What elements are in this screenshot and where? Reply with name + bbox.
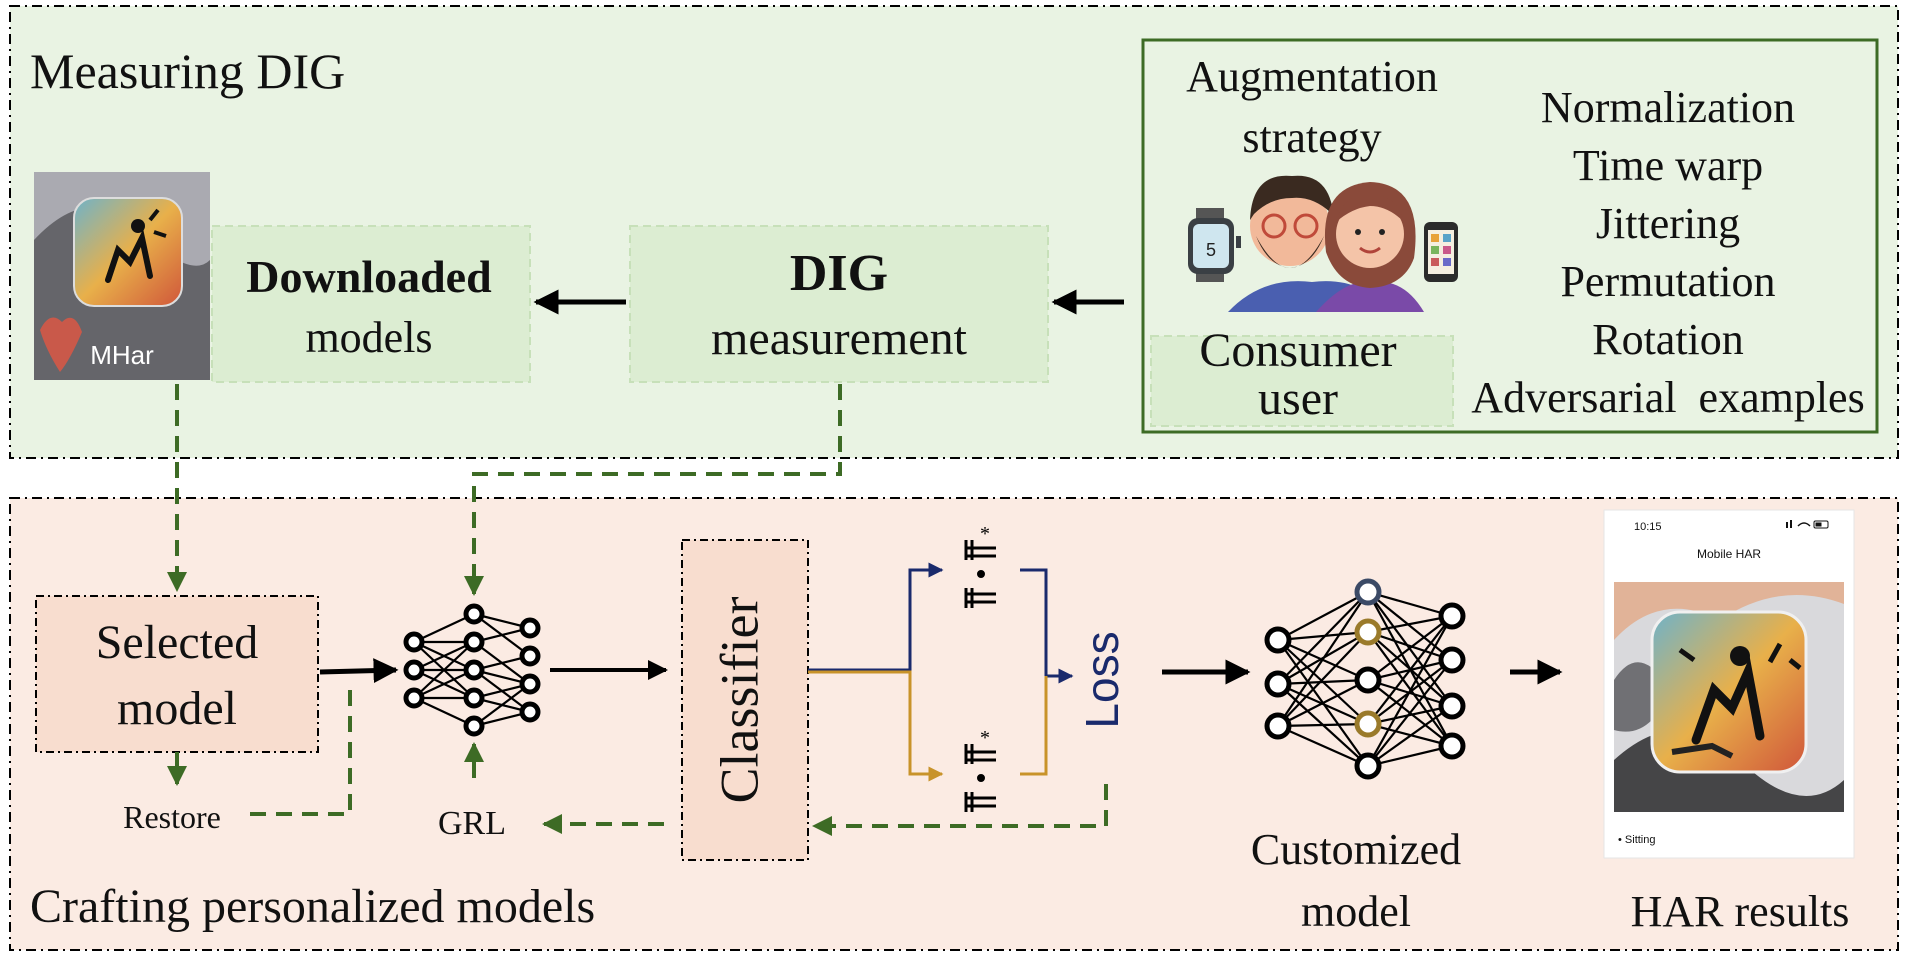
classifier-label: Classifier — [709, 597, 769, 804]
customized-model-label: model — [1301, 887, 1411, 936]
har-results-label: HAR results — [1631, 887, 1850, 936]
har-result-image — [1614, 582, 1844, 812]
har-result-text: • Sitting — [1618, 834, 1655, 846]
strategy-normalization: Normalization — [1541, 83, 1795, 132]
augmentation-panel: Augmentation strategy 5 — [1141, 38, 1879, 434]
augmentation-title-line1: Augmentation — [1186, 52, 1438, 101]
consumer-label: Consumer — [1199, 324, 1396, 377]
selected-model-box: Selected model — [35, 595, 319, 753]
dashed-loss-to-classifier — [812, 784, 1108, 836]
arrow-selected-to-grl — [319, 658, 399, 684]
measuring-dig-section: Measuring DIG MHar Downloaded models DIG… — [9, 5, 1899, 459]
phone-app-title: Mobile HAR — [1697, 547, 1761, 561]
smartphone-icon — [1424, 222, 1458, 282]
augmentation-title-line2: strategy — [1242, 113, 1381, 162]
dig-measurement-box: DIG measurement — [629, 225, 1049, 383]
strategy-rotation: Rotation — [1592, 315, 1744, 364]
customized-model-network-icon — [1264, 578, 1466, 780]
section-title-crafting: Crafting personalized models — [30, 880, 595, 933]
norm-symbol-bottom: * — [964, 727, 996, 812]
customized-label: Customized — [1251, 825, 1461, 874]
restore-label: Restore — [123, 799, 221, 835]
section-title-measuring-dig: Measuring DIG — [30, 43, 345, 99]
dashed-feedback-connectors — [167, 384, 1108, 836]
crafting-models-section: Crafting personalized models Selected mo… — [9, 497, 1899, 951]
strategy-time-warp: Time warp — [1573, 141, 1763, 190]
downloaded-label: Downloaded — [246, 251, 492, 302]
svg-text:*: * — [980, 523, 990, 545]
grl-label: GRL — [438, 805, 506, 842]
model-label: model — [117, 682, 237, 735]
phone-screenshot: 10:15 Mobile HAR • Sitting — [1603, 509, 1855, 859]
strategy-adversarial-examples: Adversarial examples — [1471, 373, 1864, 422]
dashed-dig-to-grl — [464, 384, 842, 596]
dig-label: DIG — [790, 245, 888, 302]
consumer-user-box — [1150, 335, 1454, 427]
app-icon-label: MHar — [90, 340, 154, 370]
models-label: models — [305, 313, 432, 362]
classifier-branches — [808, 562, 1074, 782]
measurement-label: measurement — [711, 312, 968, 365]
smartwatch-icon: 5 — [1188, 208, 1241, 282]
strategy-jittering: Jittering — [1596, 199, 1740, 248]
grl-network-icon — [403, 603, 541, 737]
loss-label: Loss — [1076, 631, 1128, 728]
phone-time: 10:15 — [1634, 521, 1662, 533]
svg-text:*: * — [980, 727, 990, 749]
mhar-app-icon: MHar — [34, 172, 210, 380]
dashed-restore-loop — [250, 680, 352, 816]
downloaded-models-box: Downloaded models — [211, 225, 531, 383]
strategy-permutation: Permutation — [1560, 257, 1775, 306]
norm-symbol-top: * — [964, 523, 996, 608]
phone-status-icons — [1786, 520, 1829, 529]
user-label: user — [1258, 372, 1338, 425]
consumer-users-illustration — [1228, 175, 1424, 312]
classifier-box: Classifier — [681, 539, 809, 861]
svg-text:5: 5 — [1206, 240, 1216, 260]
selected-label: Selected — [96, 616, 259, 669]
